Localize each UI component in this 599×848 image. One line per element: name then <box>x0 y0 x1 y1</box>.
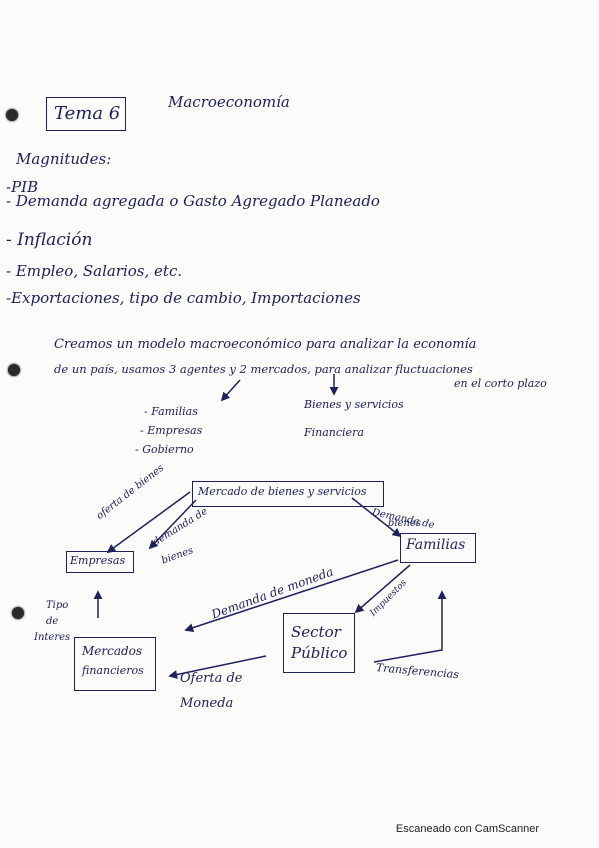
familias-box <box>400 533 476 563</box>
punch-hole-top <box>6 109 18 121</box>
sector-publico-box <box>283 613 355 673</box>
sector-publico-label: Público <box>291 644 348 662</box>
magnitudes-heading: Magnitudes: <box>16 150 112 168</box>
sector-publico-label: Sector <box>291 623 341 641</box>
mercado-bienes-box <box>192 481 384 507</box>
demanda-bienes-right-annotation: bienes <box>388 518 422 529</box>
tema-box <box>46 97 126 131</box>
empresas-box <box>66 551 134 573</box>
market-item: Bienes y servicios <box>304 398 404 411</box>
magnitude-item: -Exportaciones, tipo de cambio, Importac… <box>6 289 361 307</box>
mercados-financieros-label: financieros <box>82 664 144 677</box>
magnitude-item: - Empleo, Salarios, etc. <box>6 262 183 280</box>
oferta-moneda-annotation: Moneda <box>180 696 234 711</box>
empresas-label: Empresas <box>70 554 126 567</box>
familias-label: Familias <box>406 537 466 553</box>
magnitude-item: -PIB <box>6 178 39 196</box>
tema-label: Tema 6 <box>54 103 121 124</box>
tipo-interes-annotation: Interes <box>34 632 71 643</box>
paragraph-line: en el corto plazo <box>454 377 547 390</box>
market-item: Financiera <box>304 426 364 439</box>
punch-hole-middle <box>8 364 20 376</box>
camscanner-footer: Escaneado con CamScanner <box>395 823 539 835</box>
punch-hole-bottom <box>12 607 24 619</box>
mercados-financieros-box <box>74 637 156 691</box>
tipo-interes-annotation: Tipo <box>46 600 69 611</box>
mercado-bienes-label: Mercado de bienes y servicios <box>198 485 367 498</box>
magnitude-item: - Demanda agregada o Gasto Agregado Plan… <box>6 192 380 210</box>
tipo-interes-annotation: de <box>46 616 59 627</box>
oferta-moneda-annotation: Oferta de <box>180 671 243 686</box>
magnitude-item: - Inflación <box>6 230 93 250</box>
subject-title: Macroeconomía <box>168 93 290 111</box>
agent-item: - Empresas <box>140 424 203 437</box>
mercados-financieros-label: Mercados <box>82 644 143 658</box>
agent-item: - Familias <box>144 405 198 418</box>
agent-item: - Gobierno <box>135 443 194 456</box>
paragraph-line: Creamos un modelo macroeconómico para an… <box>54 337 477 352</box>
paragraph-line: de un país, usamos 3 agentes y 2 mercado… <box>54 362 473 376</box>
